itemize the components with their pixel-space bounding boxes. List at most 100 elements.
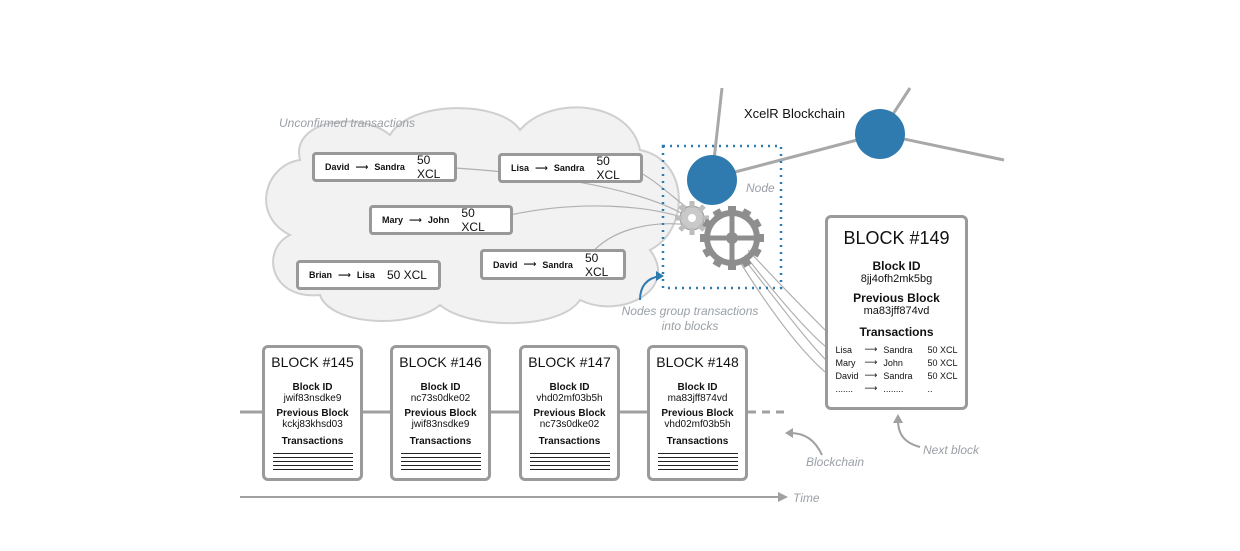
block-title: BLOCK #148 xyxy=(656,354,739,370)
node-boundary xyxy=(661,144,783,290)
next-block-pointer xyxy=(897,419,921,448)
previous-block-label: Previous Block xyxy=(276,408,349,419)
tx-amount: 50 XCL xyxy=(461,206,485,234)
time-label: Time xyxy=(793,491,820,505)
transactions-label: Transactions xyxy=(538,436,601,447)
arrow-right-icon: ⟶ xyxy=(355,161,369,172)
transactions-label: Transactions xyxy=(666,436,729,447)
node-label: Node xyxy=(746,181,775,195)
transactions-label: Transactions xyxy=(409,436,472,447)
blockchain-arrowhead xyxy=(785,428,793,438)
row-amount: 50 XCL xyxy=(927,357,958,368)
unconfirmed-label: Unconfirmed transactions xyxy=(279,116,416,130)
nodes-group-line1: Nodes group transactions xyxy=(621,304,759,318)
blockchain-label: Blockchain xyxy=(806,455,865,469)
next-block-id: 8jj4ofh2mk5bg xyxy=(860,273,933,285)
arrow-right-icon: ⟶ xyxy=(864,357,878,367)
block-id-label: Block ID xyxy=(677,382,718,393)
block-id: jwif83nsdke9 xyxy=(283,393,342,404)
arrow-right-icon: ⟶ xyxy=(535,162,548,173)
next-block-label: Next block xyxy=(923,443,980,457)
large-gear-icon xyxy=(700,206,764,270)
next-transactions-table: Lisa ⟶ Sandra 50 XCL Mary ⟶ John 50 XCL David ⟶… xyxy=(833,343,961,395)
row-to: ........ xyxy=(883,383,904,394)
node-circle xyxy=(687,155,737,205)
nodes-group-line2: into blocks xyxy=(661,319,719,333)
row-amount: 50 XCL xyxy=(927,344,958,355)
table-row: Mary ⟶ John 50 XCL xyxy=(833,356,961,369)
previous-block-id: jwif83nsdke9 xyxy=(411,419,470,430)
nodes-group-label: Nodes group transactions into blocks xyxy=(620,304,760,334)
next-block-title: BLOCK #149 xyxy=(843,228,950,248)
transaction-card: Mary ⟶ John 50 XCL xyxy=(369,205,513,235)
transactions-label: Transactions xyxy=(281,436,344,447)
network-title: XcelR Blockchain xyxy=(744,106,846,121)
transaction-lines xyxy=(272,453,353,470)
block-id-label: Block ID xyxy=(549,382,590,393)
block-title: BLOCK #145 xyxy=(271,354,354,370)
next-block-arrowhead xyxy=(893,414,903,423)
block-id: nc73s0dke02 xyxy=(410,393,471,404)
tx-from: David xyxy=(493,259,518,270)
block-id: ma83jff874vd xyxy=(667,393,728,404)
row-from: Lisa xyxy=(835,344,853,355)
table-row: David ⟶ Sandra 50 XCL xyxy=(833,369,961,382)
tx-to: Sandra xyxy=(374,162,405,172)
previous-block-id: nc73s0dke02 xyxy=(539,419,600,430)
peer-node-circle xyxy=(855,109,905,159)
previous-block-id: kckj83khsd03 xyxy=(282,419,343,430)
row-amount: 50 XCL xyxy=(927,370,958,381)
next-transactions-label: Transactions xyxy=(859,325,934,339)
arrow-right-icon: ⟶ xyxy=(864,370,878,380)
tx-to: Sandra xyxy=(542,259,573,270)
table-row: Lisa ⟶ Sandra 50 XCL xyxy=(833,343,961,356)
tx-amount: 50 XCL xyxy=(386,268,427,282)
row-from: David xyxy=(835,370,859,381)
row-to: John xyxy=(883,357,903,368)
table-row: ....... ⟶.......... xyxy=(833,382,961,395)
blockchain-pointer xyxy=(789,432,823,456)
block-id-label: Block ID xyxy=(292,382,333,393)
tx-to: Lisa xyxy=(356,270,375,280)
row-amount: .. xyxy=(927,383,933,394)
tx-from: Brian xyxy=(309,270,333,280)
tx-amount: 50 XCL xyxy=(596,154,620,182)
row-to: Sandra xyxy=(883,370,913,381)
block-card: BLOCK #145 Block ID jwif83nsdke9 Previou… xyxy=(262,345,363,481)
tx-from: Lisa xyxy=(511,163,530,173)
block-id-label: Block ID xyxy=(420,382,461,393)
nodes-group-arrowhead xyxy=(656,271,664,281)
tx-to: Sandra xyxy=(553,163,585,173)
transaction-lines xyxy=(400,453,481,470)
next-block-id-label: Block ID xyxy=(872,259,921,273)
arrow-right-icon: ⟶ xyxy=(864,344,878,354)
transaction-card: David ⟶ Sandra 50 XCL xyxy=(312,152,457,182)
block-title: BLOCK #146 xyxy=(399,354,482,370)
row-from: Mary xyxy=(835,357,856,368)
block-card: BLOCK #146 Block ID nc73s0dke02 Previous… xyxy=(390,345,491,481)
block-card: BLOCK #147 Block ID vhd02mf03b5h Previou… xyxy=(519,345,620,481)
previous-block-id: vhd02mf03b5h xyxy=(664,419,731,430)
tx-from: Mary xyxy=(382,215,404,225)
row-from: ....... xyxy=(835,383,854,394)
transaction-card: Lisa ⟶ Sandra 50 XCL xyxy=(498,153,643,183)
arrow-right-icon: ⟶ xyxy=(864,383,878,393)
block-card: BLOCK #148 Block ID ma83jff874vd Previou… xyxy=(647,345,748,481)
block-id: vhd02mf03b5h xyxy=(536,393,603,404)
tx-to: John xyxy=(427,215,450,225)
transaction-lines xyxy=(529,453,610,470)
previous-block-label: Previous Block xyxy=(404,408,477,419)
arrow-right-icon: ⟶ xyxy=(523,259,537,269)
small-gear-icon xyxy=(675,201,709,235)
previous-block-label: Previous Block xyxy=(533,408,606,419)
tx-from: David xyxy=(325,162,350,172)
tx-amount: 50 XCL xyxy=(416,153,441,181)
next-block-card: BLOCK #149 Block ID 8jj4ofh2mk5bg Previo… xyxy=(825,215,968,410)
arrow-right-icon: ⟶ xyxy=(409,214,422,225)
row-to: Sandra xyxy=(883,344,913,355)
next-previous-block-label: Previous Block xyxy=(853,291,940,305)
transaction-card: Brian ⟶ Lisa 50 XCL xyxy=(296,260,441,290)
arrow-right-icon: ⟶ xyxy=(338,269,351,280)
time-arrowhead xyxy=(778,492,788,502)
